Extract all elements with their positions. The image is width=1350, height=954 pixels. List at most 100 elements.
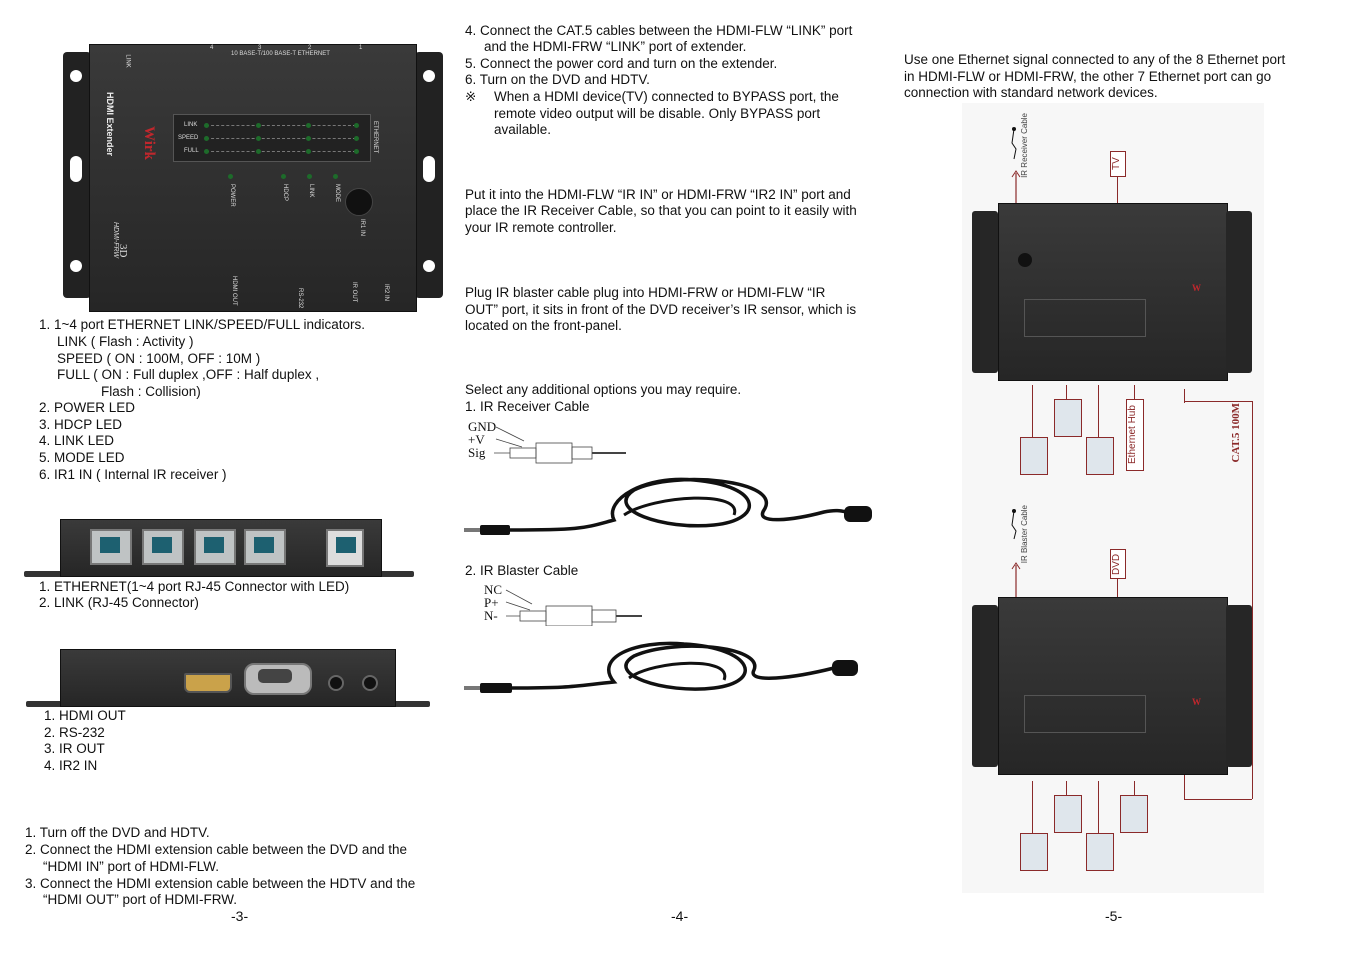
step-item: 5. Connect the power cord and turn on th… bbox=[465, 56, 778, 71]
row-label-speed: SPEED bbox=[178, 135, 199, 141]
led-label-link: LINK bbox=[308, 184, 314, 198]
list1-item: FULL ( ON : Full duplex ,OFF : Half dupl… bbox=[57, 367, 320, 382]
step-item: 6. Turn on the DVD and HDTV. bbox=[465, 72, 650, 87]
blaster-title: 2. IR Blaster Cable bbox=[465, 563, 579, 578]
note-mark: ※ bbox=[465, 89, 477, 104]
ir-window bbox=[345, 188, 373, 216]
pin-label: N- bbox=[484, 608, 498, 623]
page-number: -3- bbox=[231, 908, 249, 924]
link-top-label: LINK bbox=[124, 54, 131, 68]
ethernet-side-label: ETHERNET bbox=[372, 121, 378, 154]
row-label-link: LINK bbox=[184, 122, 198, 128]
list3-item: 3. IR OUT bbox=[44, 741, 105, 756]
ir-receiver-cable-label: IR Receiver Cable bbox=[1020, 113, 1029, 178]
cat5-label: CAT.5 100M bbox=[1230, 403, 1242, 463]
rj45-port-2 bbox=[142, 529, 184, 565]
pin-label: GND bbox=[468, 419, 497, 434]
port-num: 1 bbox=[359, 45, 363, 51]
list1-item: 5. MODE LED bbox=[39, 450, 125, 465]
device-rear-panel bbox=[26, 649, 430, 711]
rj45-port-3 bbox=[194, 529, 236, 565]
list1-item: 2. POWER LED bbox=[39, 400, 136, 415]
bottom-port-label: RS-232 bbox=[297, 288, 303, 309]
network-device bbox=[1086, 833, 1114, 871]
note-line: When a HDMI device(TV) connected to BYPA… bbox=[494, 89, 839, 104]
network-device bbox=[1120, 795, 1148, 833]
badge-3d: 3D bbox=[117, 244, 129, 258]
row-label-full: FULL bbox=[184, 148, 199, 154]
rj45-link-port bbox=[326, 529, 364, 567]
list3-item: 1. HDMI OUT bbox=[44, 708, 126, 723]
device-flw bbox=[998, 597, 1228, 775]
list1-item: 6. IR1 IN ( Internal IR receiver ) bbox=[39, 467, 227, 482]
port-num: 2 bbox=[308, 45, 312, 51]
list2-item: 1. ETHERNET(1~4 port RJ-45 Connector wit… bbox=[39, 579, 350, 594]
device-body bbox=[89, 44, 417, 312]
pin-label: NC bbox=[484, 582, 503, 597]
options-line: 1. IR Receiver Cable bbox=[465, 399, 590, 414]
led-panel: LINK SPEED FULL ETHERNET bbox=[173, 114, 378, 162]
receiver-plug-diagram: GND +V Sig bbox=[466, 417, 636, 467]
ir-in-para: your IR remote controller. bbox=[465, 220, 617, 235]
led-label-power: POWER bbox=[229, 184, 235, 207]
step-item: and the HDMI-FRW “LINK” port of extender… bbox=[484, 39, 747, 54]
product-name: HDMI Extender bbox=[105, 92, 115, 157]
list1-item: 1. 1~4 port ETHERNET LINK/SPEED/FULL ind… bbox=[39, 317, 366, 332]
bottom-port-label: IR OUT bbox=[351, 282, 357, 303]
bottom-port-label: IR2 IN bbox=[383, 284, 389, 302]
note-line: remote video output will be disable. Onl… bbox=[494, 106, 821, 121]
pin-label: +V bbox=[468, 432, 485, 447]
port-header: 10 BASE-T/100 BASE-T ETHERNET bbox=[231, 51, 330, 57]
page-number: -4- bbox=[671, 908, 689, 924]
intro-line: connection with standard network devices… bbox=[904, 85, 1158, 100]
step-item: 4. Connect the CAT.5 cables between the … bbox=[465, 23, 853, 38]
ir-out-para: Plug IR blaster cable plug into HDMI-FRW… bbox=[465, 285, 826, 300]
note-line: available. bbox=[494, 122, 552, 137]
list1-item: Flash : Collision) bbox=[101, 384, 201, 399]
ir-in-para: Put it into the HDMI-FLW “IR IN” or HDMI… bbox=[465, 187, 851, 202]
led-label-mode: MODE bbox=[334, 184, 340, 202]
step-item: 1. Turn off the DVD and HDTV. bbox=[25, 825, 210, 840]
network-device bbox=[1086, 437, 1114, 475]
list1-item: SPEED ( ON : 100M, OFF : 10M ) bbox=[57, 351, 261, 366]
port-num: 3 bbox=[258, 45, 262, 51]
bottom-port-label: HDMI OUT bbox=[231, 276, 237, 306]
led-label-hdcp: HDCP bbox=[282, 184, 288, 202]
network-device bbox=[1020, 833, 1048, 871]
network-device bbox=[1054, 399, 1082, 437]
list3-item: 2. RS-232 bbox=[44, 725, 105, 740]
brand-logo: Wirk bbox=[141, 126, 157, 160]
device-frw bbox=[998, 203, 1228, 381]
connection-diagram: W IR Receiver Cable TV Ethernet Hub CAT.… bbox=[962, 103, 1264, 893]
ir-out-para: located on the front-panel. bbox=[465, 318, 622, 333]
rj45-port-4 bbox=[244, 529, 286, 565]
intro-line: in HDMI-FLW or HDMI-FRW, the other 7 Eth… bbox=[904, 69, 1272, 84]
hdmi-out-port bbox=[184, 673, 232, 693]
step-item: 3. Connect the HDMI extension cable betw… bbox=[25, 876, 416, 891]
step-item: 2. Connect the HDMI extension cable betw… bbox=[25, 842, 407, 857]
list1-item: LINK ( Flash : Activity ) bbox=[57, 334, 194, 349]
ir1-in-label: IR1 IN bbox=[359, 219, 365, 237]
device-top-view: 10 BASE-T/100 BASE-T ETHERNET 4 3 2 1 LI… bbox=[63, 44, 443, 312]
ir-blaster-cable-image bbox=[464, 641, 858, 693]
ir-blaster-cable-label: IR Blaster Cable bbox=[1020, 505, 1029, 564]
list1-item: 4. LINK LED bbox=[39, 433, 115, 448]
step-item: “HDMI IN” port of HDMI-FLW. bbox=[43, 859, 220, 874]
pin-label: P+ bbox=[484, 595, 499, 610]
blaster-plug-diagram: NC P+ N- bbox=[484, 580, 654, 626]
options-line: Select any additional options you may re… bbox=[465, 382, 742, 397]
ir-receiver-cable-image bbox=[464, 477, 872, 535]
device-front-panel bbox=[24, 519, 414, 581]
port-num: 4 bbox=[210, 45, 214, 51]
intro-line: Use one Ethernet signal connected to any… bbox=[904, 52, 1286, 67]
rs232-port bbox=[244, 663, 312, 695]
list3-item: 4. IR2 IN bbox=[44, 758, 98, 773]
pin-label: Sig bbox=[468, 445, 486, 460]
list1-item: 3. HDCP LED bbox=[39, 417, 123, 432]
ir2-in-jack bbox=[362, 675, 378, 691]
ir-in-para: place the IR Receiver Cable, so that you… bbox=[465, 203, 857, 218]
ir-out-para: OUT” port, it sits in front of the DVD r… bbox=[465, 302, 857, 317]
dvd-label: DVD bbox=[1110, 549, 1126, 579]
ethernet-hub-label: Ethernet Hub bbox=[1126, 399, 1144, 471]
tv-label: TV bbox=[1110, 151, 1126, 177]
